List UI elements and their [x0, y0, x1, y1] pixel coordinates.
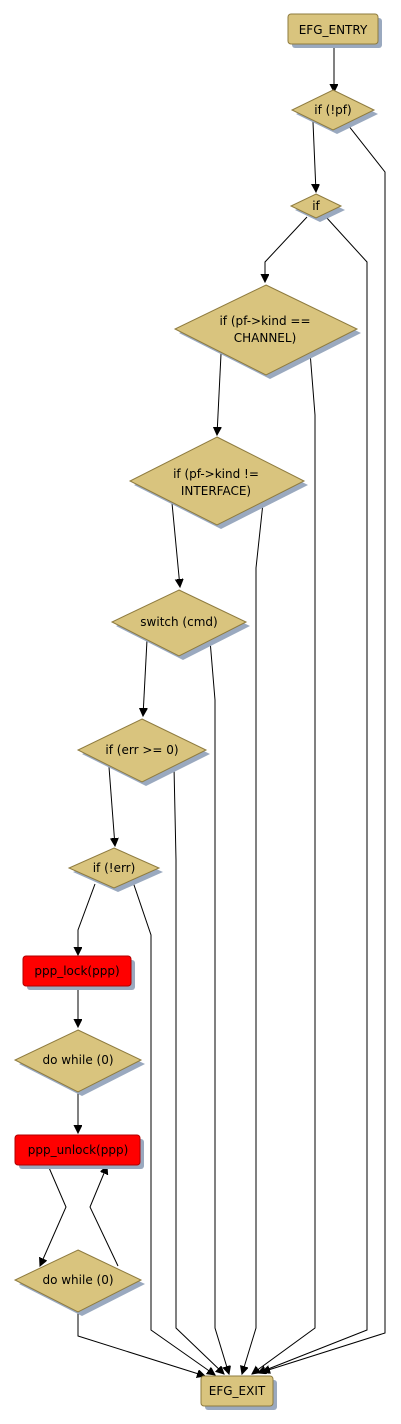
- edge-if-to-exit: [258, 216, 368, 1373]
- node-if-kind-interface: if (pf->kind != INTERFACE): [128, 436, 308, 529]
- node-efg-exit-box: [200, 1375, 274, 1407]
- edge-if-kind-interface-to-exit: [242, 502, 264, 1374]
- node-if-kind-channel-diamond: [173, 284, 359, 376]
- node-ppp-lock-box: [22, 955, 132, 987]
- node-ppp-unlock: ppp_unlock(ppp): [14, 1134, 144, 1169]
- edge-if-not-err-to-exit: [132, 881, 215, 1375]
- node-efg-entry-box: [287, 13, 379, 45]
- node-if-err-ge0: if (err >= 0): [76, 718, 210, 786]
- node-do-while-1-diamond: [13, 1029, 143, 1093]
- edge-if-to-if-kind-channel: [265, 216, 308, 282]
- edge-switch-to-if-err-ge0: [143, 639, 148, 716]
- edge-do-while-2-to-exit: [77, 1311, 205, 1376]
- node-if-label: if: [312, 199, 320, 213]
- edge-if-kind-channel-to-if-kind-interface: [217, 353, 222, 435]
- edge-if-not-pf-to-if: [313, 121, 316, 192]
- edge-do-while-2-to-ppp-unlock: [89, 1166, 119, 1267]
- node-if-not-pf-label: if (!pf): [314, 103, 351, 117]
- node-efg-entry: EFG_ENTRY: [287, 13, 382, 48]
- node-if-kind-interface-line1: if (pf->kind !=: [173, 467, 259, 481]
- node-if-kind-interface-line2: INTERFACE): [181, 484, 251, 498]
- edge-ppp-unlock-to-do-while-2: [40, 1162, 67, 1266]
- node-switch-cmd-diamond: [110, 589, 248, 657]
- node-efg-exit-label: EFG_EXIT: [209, 1384, 266, 1398]
- node-do-while-2-diamond: [13, 1249, 143, 1313]
- edge-if-err-ge0-to-exit: [173, 766, 224, 1374]
- node-if-kind-channel: if (pf->kind == CHANNEL): [173, 284, 361, 379]
- node-if-kind-channel-line1: if (pf->kind ==: [219, 314, 310, 328]
- node-if-not-pf: if (!pf): [290, 89, 378, 134]
- node-do-while-2-label: do while (0): [42, 1273, 113, 1287]
- node-if-kind-channel-line2: CHANNEL): [234, 331, 297, 345]
- node-if-err-ge0-diamond: [76, 718, 208, 783]
- edge-if-kind-channel-to-exit: [252, 351, 316, 1374]
- node-if-not-err-label: if (!err): [93, 861, 136, 875]
- edge-if-kind-interface-to-switch: [171, 502, 180, 587]
- edge-switch-to-exit: [209, 639, 229, 1374]
- node-ppp-unlock-box: [14, 1134, 141, 1166]
- edge-if-not-pf-to-exit: [262, 124, 386, 1372]
- node-ppp-unlock-label: ppp_unlock(ppp): [28, 1143, 129, 1157]
- node-switch-cmd-label: switch (cmd): [140, 615, 217, 629]
- node-efg-exit: EFG_EXIT: [200, 1375, 277, 1410]
- node-if: if: [289, 193, 345, 222]
- node-ppp-lock-label: ppp_lock(ppp): [34, 964, 119, 978]
- edge-if-not-err-to-ppp-lock: [78, 883, 96, 955]
- node-do-while-2: do while (0): [13, 1249, 145, 1316]
- edges: [40, 44, 386, 1376]
- node-ppp-lock: ppp_lock(ppp): [22, 955, 135, 990]
- node-efg-entry-label: EFG_ENTRY: [299, 23, 368, 37]
- edge-if-err-ge0-to-if-not-err: [108, 766, 115, 846]
- node-if-diamond: [289, 193, 343, 219]
- node-if-not-err: if (!err): [67, 847, 163, 892]
- node-switch-cmd: switch (cmd): [110, 589, 250, 660]
- node-if-kind-interface-diamond: [128, 436, 306, 526]
- node-if-not-err-diamond: [67, 847, 161, 889]
- node-if-err-ge0-label: if (err >= 0): [105, 743, 178, 757]
- node-do-while-1: do while (0): [13, 1029, 145, 1096]
- node-if-not-pf-diamond: [290, 89, 376, 131]
- node-do-while-1-label: do while (0): [42, 1053, 113, 1067]
